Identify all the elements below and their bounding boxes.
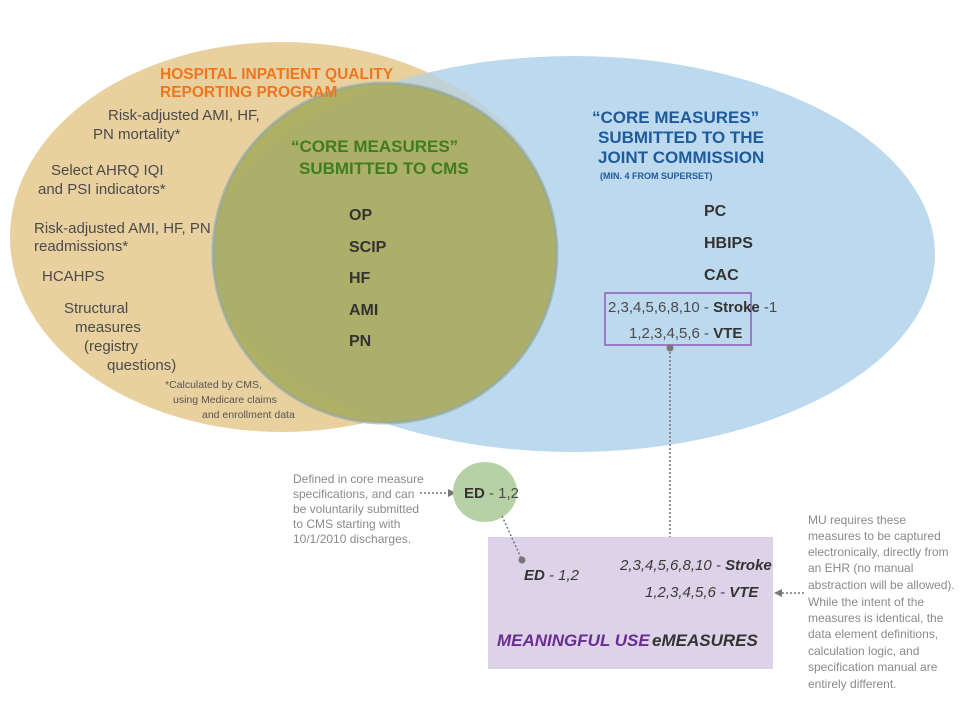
- mu-title: MEANINGFUL USE: [497, 631, 650, 650]
- mu-emeasures: eMEASURES: [652, 631, 758, 650]
- arrow-ed-note-head: [448, 489, 456, 497]
- joint-vte-line: 1,2,3,4,5,6 - VTE: [629, 325, 742, 342]
- mu-vte-label: VTE: [729, 584, 759, 601]
- joint-title-line3: JOINT COMMISSION: [598, 148, 764, 167]
- joint-stroke-label: Stroke: [713, 299, 760, 316]
- mu-ed-line: ED - 1,2: [524, 567, 580, 584]
- hiqr-item-structural-4: questions): [107, 357, 176, 374]
- arrow-mu-note-head: [774, 589, 782, 597]
- hiqr-footnote-2: using Medicare claims: [173, 394, 277, 406]
- mu-vte-nums: 1,2,3,4,5,6 -: [645, 584, 729, 601]
- ed-circle-text: ED - 1,2: [464, 485, 519, 502]
- hiqr-item-mortality-1: Risk-adjusted AMI, HF,: [108, 107, 260, 124]
- joint-code-cac: CAC: [704, 267, 739, 284]
- mu-ed-nums: - 1,2: [545, 567, 580, 584]
- cms-title-line1: “CORE MEASURES”: [291, 137, 458, 156]
- joint-stroke-suffix: -1: [760, 299, 778, 316]
- ed-circle-nums: - 1,2: [485, 485, 519, 502]
- joint-vte-label: VTE: [713, 325, 742, 342]
- mu-note-10: specification manual are: [808, 660, 938, 674]
- ed-note-5: 10/1/2010 discharges.: [293, 532, 411, 546]
- joint-vte-nums: 1,2,3,4,5,6 -: [629, 325, 713, 342]
- cms-core-circle: [213, 83, 557, 423]
- hiqr-footnote-3: and enrollment data: [202, 409, 295, 421]
- cms-code-hf: HF: [349, 270, 371, 287]
- connector-dot-top: [666, 344, 674, 352]
- hiqr-item-structural-2: measures: [75, 319, 141, 336]
- ed-note-2: specifications, and can: [293, 487, 414, 501]
- hiqr-item-readmit-1: Risk-adjusted AMI, HF, PN: [34, 220, 211, 237]
- mu-stroke-label: Stroke: [725, 557, 772, 574]
- joint-code-pc: PC: [704, 203, 727, 220]
- mu-note-7: measures is identical, the: [808, 611, 944, 625]
- mu-note-4: an EHR (no manual: [808, 561, 913, 575]
- hiqr-title-line2: REPORTING PROGRAM: [160, 84, 337, 101]
- mu-note-5: abstraction will be allowed).: [808, 578, 955, 592]
- hiqr-footnote-1: *Calculated by CMS,: [165, 379, 262, 391]
- cms-title-line2: SUBMITTED TO CMS: [299, 159, 469, 178]
- joint-stroke-line: 2,3,4,5,6,8,10 - Stroke -1: [608, 299, 777, 316]
- ed-note-4: to CMS starting with: [293, 517, 400, 531]
- ed-note-3: be voluntarily submitted: [293, 502, 419, 516]
- mu-note-3: electronically, directly from: [808, 545, 948, 559]
- mu-note-9: calculation logic, and: [808, 644, 919, 658]
- mu-note-11: entirely different.: [808, 677, 897, 691]
- connector-ed-dot: [518, 556, 526, 564]
- cms-code-scip: SCIP: [349, 239, 387, 256]
- cms-code-op: OP: [349, 207, 372, 224]
- hiqr-item-hcahps: HCAHPS: [42, 268, 105, 285]
- ed-circle-label: ED: [464, 485, 485, 502]
- joint-title-line2: SUBMITTED TO THE: [598, 128, 764, 147]
- joint-title-line1: “CORE MEASURES”: [592, 108, 759, 127]
- mu-note-8: data element definitions,: [808, 627, 938, 641]
- mu-note-1: MU requires these: [808, 513, 906, 527]
- mu-vte-line: 1,2,3,4,5,6 - VTE: [645, 584, 759, 601]
- joint-code-hbips: HBIPS: [704, 235, 753, 252]
- mu-box: [488, 537, 773, 669]
- joint-stroke-nums: 2,3,4,5,6,8,10 -: [608, 299, 713, 316]
- stroke-vte-box: [604, 292, 752, 346]
- hiqr-item-ahrq-2: and PSI indicators*: [38, 181, 166, 198]
- connector-ed-to-mu: [501, 515, 523, 561]
- cms-code-pn: PN: [349, 333, 371, 350]
- hiqr-item-readmit-2: readmissions*: [34, 238, 128, 255]
- hiqr-item-ahrq-1: Select AHRQ IQI: [51, 162, 164, 179]
- hiqr-title-line1: HOSPITAL INPATIENT QUALITY: [160, 66, 394, 83]
- mu-stroke-line: 2,3,4,5,6,8,10 - Stroke: [619, 557, 772, 574]
- ed-note-1: Defined in core measure: [293, 472, 424, 486]
- mu-stroke-nums: 2,3,4,5,6,8,10 -: [619, 557, 725, 574]
- ed-circle: [453, 462, 517, 522]
- joint-subtitle: (MIN. 4 FROM SUPERSET): [600, 171, 713, 181]
- mu-ed-label: ED: [524, 567, 545, 584]
- hiqr-item-mortality-2: PN mortality*: [93, 126, 181, 143]
- mu-note-2: measures to be captured: [808, 529, 941, 543]
- cms-code-ami: AMI: [349, 302, 378, 319]
- hiqr-item-structural-3: (registry: [84, 338, 139, 355]
- cms-core-circle-edge: [211, 81, 559, 425]
- hiqr-item-structural-1: Structural: [64, 300, 128, 317]
- mu-note-6: While the intent of the: [808, 595, 924, 609]
